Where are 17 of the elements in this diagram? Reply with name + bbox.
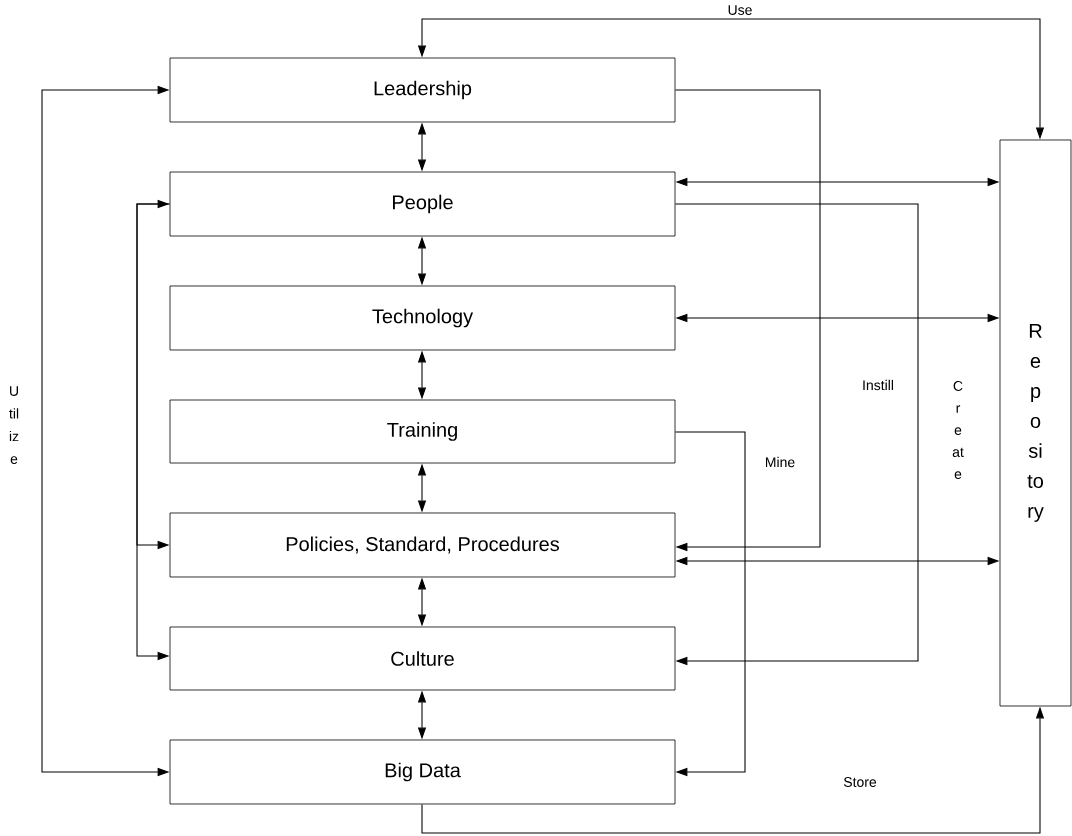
process-box: People bbox=[169, 171, 676, 237]
process-box: Big Data bbox=[169, 739, 676, 805]
process-box: Leadership bbox=[169, 57, 676, 123]
edge-label: Store bbox=[843, 777, 877, 787]
process-box: Technology bbox=[169, 285, 676, 351]
process-box: Culture bbox=[169, 626, 676, 691]
edge-label: Instill bbox=[863, 379, 893, 391]
edge-label: Utilize bbox=[9, 386, 19, 464]
repository-box: Repository bbox=[999, 139, 1072, 707]
arrow bbox=[674, 89, 821, 552]
process-box: Training bbox=[169, 399, 676, 464]
arrow bbox=[674, 203, 919, 666]
label: Create bbox=[952, 381, 964, 479]
edge-label: Use bbox=[728, 5, 752, 15]
process-box: Policies, Standard, Procedures bbox=[169, 512, 676, 578]
edge-label: Mine bbox=[766, 456, 795, 468]
arrow bbox=[674, 431, 746, 777]
